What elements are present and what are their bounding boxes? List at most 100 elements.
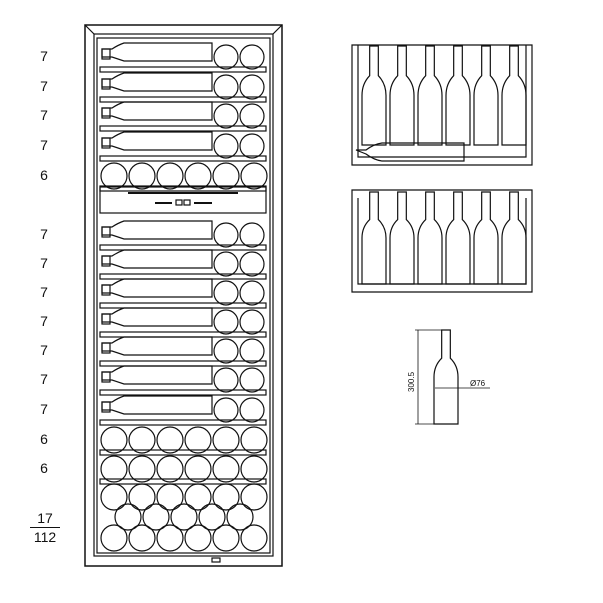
bottle-bottom xyxy=(213,397,239,423)
shelf-lying xyxy=(99,249,267,280)
bottle-bottom xyxy=(128,524,156,552)
bottle-cap xyxy=(101,107,111,119)
bottle-bottom xyxy=(213,280,239,306)
bottle-bottom xyxy=(239,103,265,129)
bottle-bottom xyxy=(239,133,265,159)
upright-bottle xyxy=(389,45,415,146)
shelf-lying xyxy=(99,101,267,132)
shelf-rail xyxy=(99,360,267,367)
bottle-bottom xyxy=(212,483,240,511)
shelf-capacity-label: 7 xyxy=(40,107,48,123)
shelf-side-view-upright xyxy=(351,189,533,293)
bottle-bottom xyxy=(240,426,268,454)
bottle-dimension-drawing: 300.5 Ø76 xyxy=(407,329,490,425)
lying-bottle xyxy=(101,101,213,121)
bottle-bottom xyxy=(170,503,198,531)
bottle-cap xyxy=(101,342,111,354)
bottle-bottom xyxy=(114,503,142,531)
bottle-cap xyxy=(101,313,111,325)
bottle-cap xyxy=(101,401,111,413)
shelf-lying xyxy=(99,307,267,338)
bottle-bottom xyxy=(184,483,212,511)
lying-bottle xyxy=(355,142,465,162)
shelf-lying xyxy=(99,278,267,309)
lying-bottle xyxy=(101,365,213,385)
cabinet xyxy=(84,24,283,567)
bottle-cap xyxy=(101,48,111,60)
shelf-capacity-label: 7 xyxy=(40,255,48,271)
bottle-bottom xyxy=(128,162,156,190)
bottle-bottom xyxy=(156,455,184,483)
bottle-bottom xyxy=(198,503,226,531)
lying-bottle xyxy=(101,42,213,62)
bottle-bottom xyxy=(212,426,240,454)
bottle-bottom xyxy=(240,455,268,483)
bottle-bottom xyxy=(213,103,239,129)
shelf-capacity-label: 7 xyxy=(40,284,48,300)
shelf-lying xyxy=(99,131,267,162)
bottle-bottom xyxy=(184,455,212,483)
shelf-rail xyxy=(99,125,267,132)
bottle-bottom xyxy=(240,483,268,511)
bottle-bottom xyxy=(184,426,212,454)
bottle-bottom xyxy=(239,74,265,100)
bottle-bottom xyxy=(226,503,254,531)
bottle-bottom xyxy=(239,222,265,248)
bottle-bottom xyxy=(100,426,128,454)
bottle-bottom xyxy=(213,133,239,159)
shelf-lying xyxy=(99,220,267,251)
shelf-rail xyxy=(99,66,267,73)
bottle-diameter-label: Ø76 xyxy=(470,379,486,388)
bottle-bottom xyxy=(184,524,212,552)
shelf-rail xyxy=(99,96,267,103)
shelf-rail xyxy=(99,478,267,485)
bottle-bottom xyxy=(212,455,240,483)
bottle-bottom xyxy=(156,162,184,190)
bottle-bottom xyxy=(128,483,156,511)
total-capacity: 112 xyxy=(33,529,57,545)
shelf-rail xyxy=(99,449,267,456)
lying-bottle xyxy=(101,131,213,151)
shelf-rail xyxy=(99,273,267,280)
bottle-bottom xyxy=(100,483,128,511)
lying-bottle xyxy=(101,307,213,327)
upright-bottle xyxy=(417,191,443,285)
shelf-rail xyxy=(99,244,267,251)
shelves xyxy=(99,42,268,485)
shelf-rail xyxy=(99,302,267,309)
bottle-bottom xyxy=(239,251,265,277)
bottom-bottle-stack xyxy=(100,483,268,552)
bottle-bottom xyxy=(213,367,239,393)
bottle-cap xyxy=(101,284,111,296)
bottle-bottom xyxy=(100,162,128,190)
bottle-bottom xyxy=(156,426,184,454)
upright-bottle xyxy=(361,191,387,285)
bottom-capacity: 17 xyxy=(37,510,53,526)
shelf-rail xyxy=(99,419,267,426)
bottle-bottom xyxy=(239,367,265,393)
shelf-front xyxy=(99,455,268,485)
upright-bottle xyxy=(445,45,471,146)
bottle-bottom xyxy=(142,503,170,531)
shelf-rail xyxy=(99,389,267,396)
shelf-lying xyxy=(99,395,267,426)
shelf-capacity-label: 7 xyxy=(40,313,48,329)
upright-bottle xyxy=(361,45,387,146)
bottle-height-label: 300.5 xyxy=(407,371,416,392)
bottle-cap xyxy=(101,371,111,383)
bottle-cap xyxy=(101,255,111,267)
lying-bottle xyxy=(101,220,213,240)
shelf-capacity-label: 6 xyxy=(40,460,48,476)
bottle-bottom xyxy=(240,524,268,552)
shelf-capacity-label: 7 xyxy=(40,48,48,64)
upright-bottle xyxy=(473,191,499,285)
bottle-bottom xyxy=(239,280,265,306)
bottle-bottom xyxy=(240,162,268,190)
shelf-rail xyxy=(99,331,267,338)
upright-bottle xyxy=(417,45,443,146)
bottle-bottom xyxy=(128,455,156,483)
bottle-bottom xyxy=(239,309,265,335)
shelf-side-view-mixed xyxy=(351,44,533,166)
bottle-bottom xyxy=(239,338,265,364)
